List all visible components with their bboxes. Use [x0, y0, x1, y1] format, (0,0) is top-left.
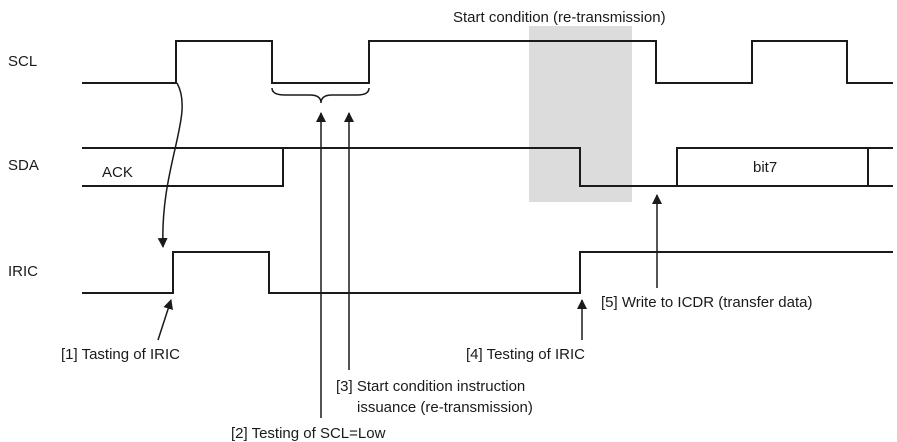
annotation-2: [2] Testing of SCL=Low: [231, 425, 386, 442]
annotation-3-line2: issuance (re-transmission): [357, 399, 533, 416]
sda-waveform-low: [82, 148, 284, 187]
scl-label: SCL: [8, 53, 37, 70]
scl-low-brace: [271, 87, 370, 104]
sda-bit7-label: bit7: [753, 159, 777, 176]
scl-waveform: [82, 40, 893, 84]
iric-label: IRIC: [8, 263, 38, 280]
annotation-1: [1] Tasting of IRIC: [61, 346, 180, 363]
start-condition-title: Start condition (re-transmission): [453, 9, 666, 26]
iric-waveform: [82, 251, 893, 294]
sda-waveform-high: [82, 147, 893, 187]
sda-ack-label: ACK: [102, 164, 133, 181]
scl-to-iric-curve-arrow: [157, 82, 183, 248]
annotation-1-arrow: [157, 299, 173, 341]
sda-label: SDA: [8, 157, 39, 174]
annotation-4: [4] Testing of IRIC: [466, 346, 585, 363]
annotation-3-line1: [3] Start condition instruction: [336, 378, 525, 395]
annotation-5: [5] Write to ICDR (transfer data): [601, 294, 812, 311]
